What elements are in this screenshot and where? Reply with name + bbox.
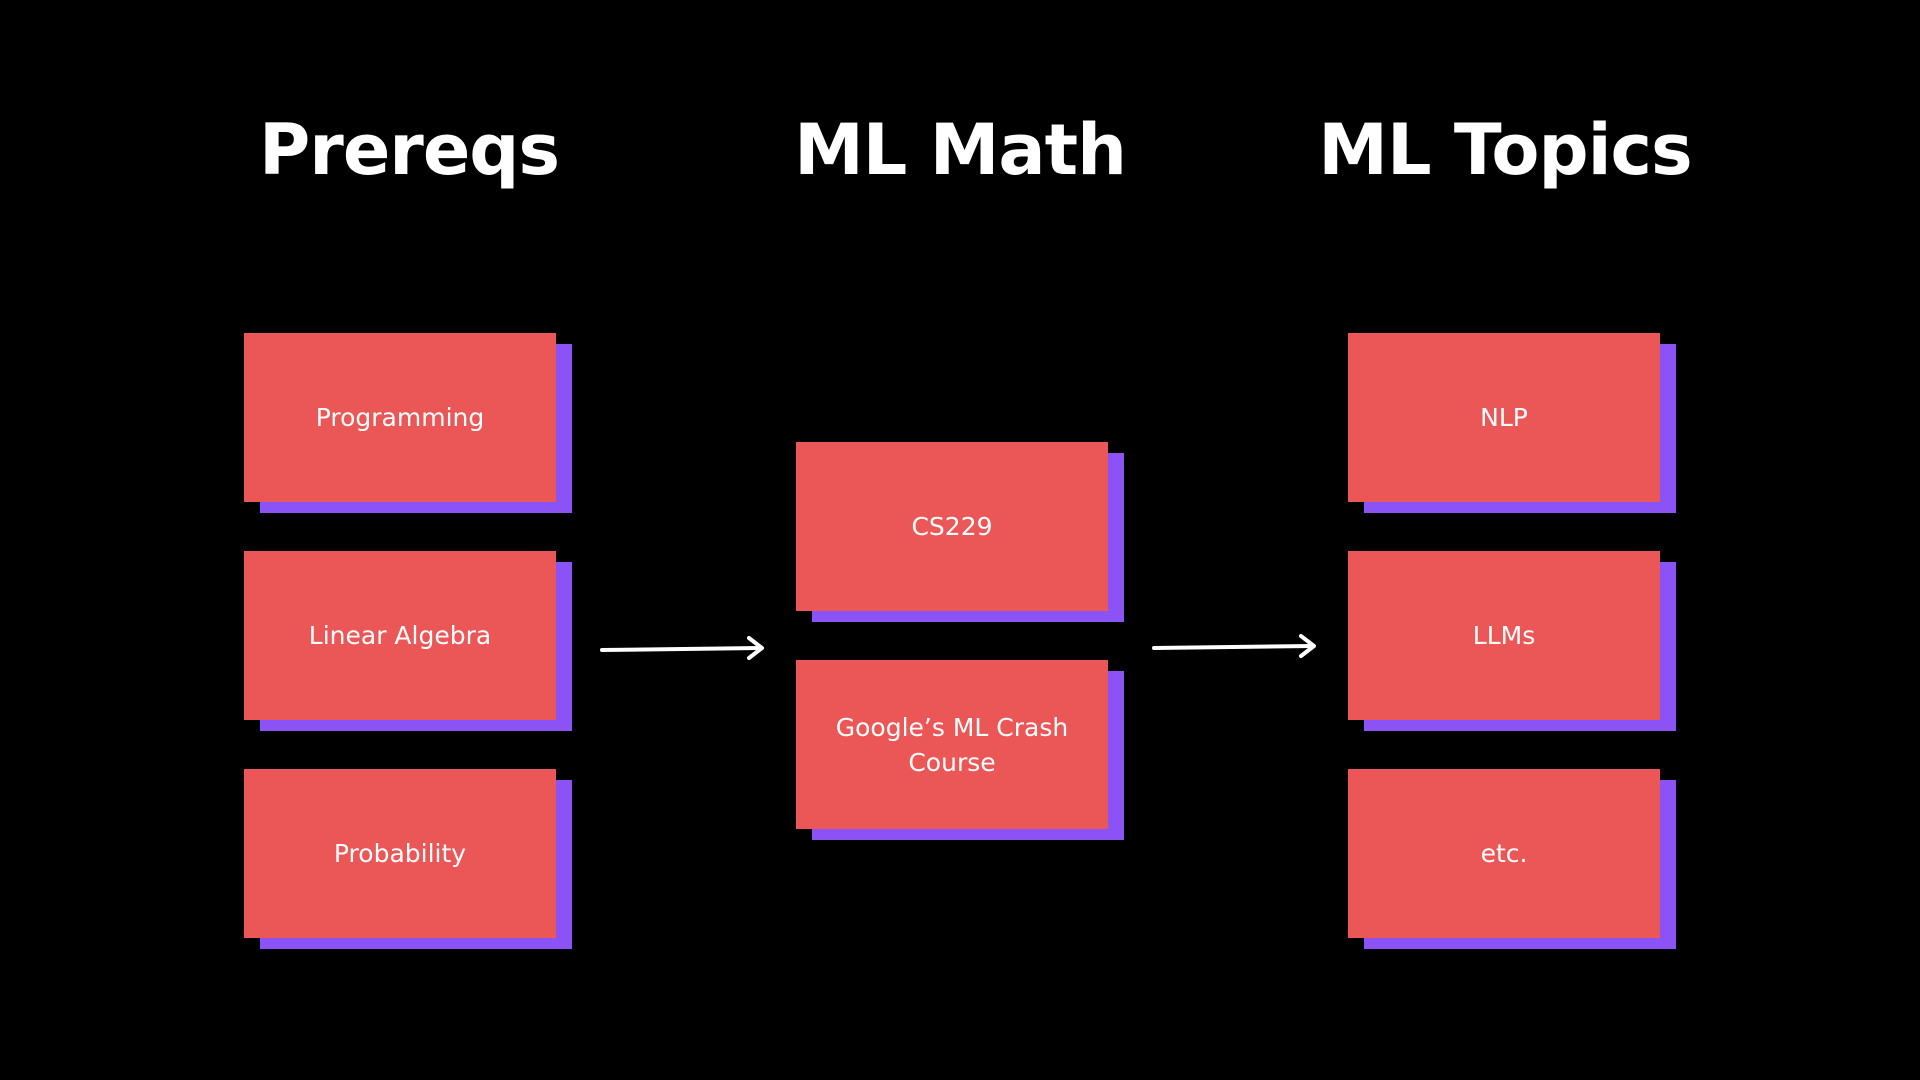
node-label: Programming [315, 403, 485, 432]
node-label: Google’s ML Crash Course [835, 712, 1069, 777]
node-face: NLP [1348, 333, 1660, 502]
arrow-ml-math-to-ml-topics [1152, 634, 1316, 658]
node-face: etc. [1348, 769, 1660, 938]
node-label: CS229 [911, 512, 993, 541]
heading-ml-math: ML Math [794, 109, 1127, 191]
node-face: Probability [244, 769, 556, 938]
arrow-shaft [600, 646, 762, 652]
node-label: NLP [1480, 403, 1528, 432]
node-label: Linear Algebra [308, 621, 492, 650]
node-label: Probability [333, 839, 467, 868]
node-face: Google’s ML Crash Course [796, 660, 1108, 829]
node-programming: Programming [244, 333, 572, 513]
node-cs229: CS229 [796, 442, 1124, 622]
node-nlp: NLP [1348, 333, 1676, 513]
node-llms: LLMs [1348, 551, 1676, 731]
node-face: LLMs [1348, 551, 1660, 720]
heading-ml-topics: ML Topics [1318, 109, 1692, 191]
node-face: Linear Algebra [244, 551, 556, 720]
arrow-head [747, 636, 764, 660]
arrow-head [1299, 634, 1316, 658]
node-google-ml-crash-course: Google’s ML Crash Course [796, 660, 1124, 840]
node-face: CS229 [796, 442, 1108, 611]
node-linear-algebra: Linear Algebra [244, 551, 572, 731]
arrow-shaft [1152, 644, 1314, 650]
arrow-prereqs-to-ml-math [600, 636, 764, 660]
node-face: Programming [244, 333, 556, 502]
node-label: etc. [1480, 839, 1528, 868]
node-label: LLMs [1472, 621, 1536, 650]
node-etc: etc. [1348, 769, 1676, 949]
heading-prereqs: Prereqs [259, 109, 560, 191]
node-probability: Probability [244, 769, 572, 949]
